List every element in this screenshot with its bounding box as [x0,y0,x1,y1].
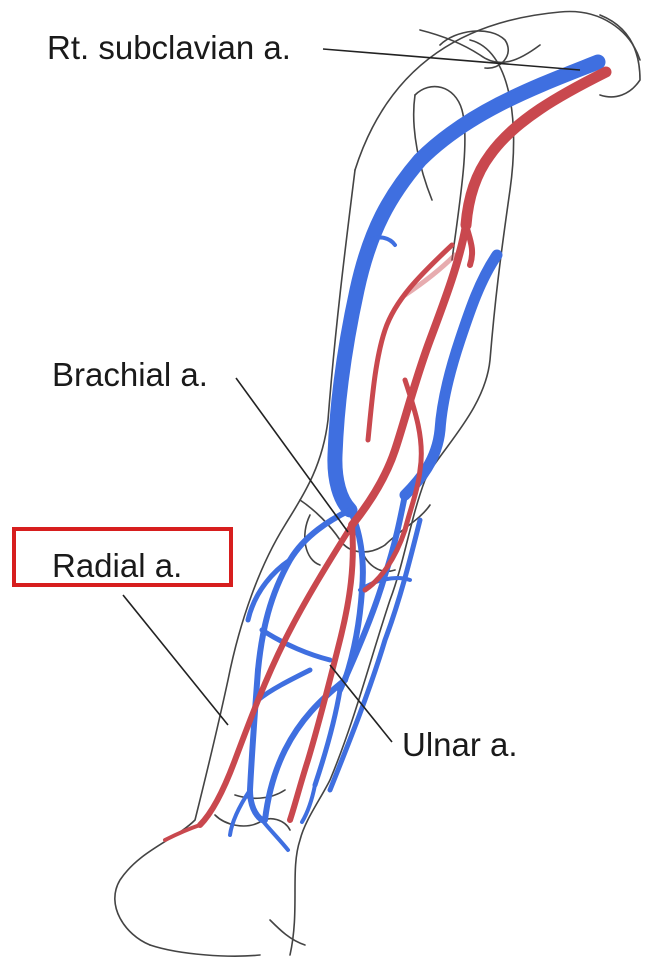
label-right-subclavian-artery: Rt. subclavian a. [47,31,291,64]
leader-lines [123,49,580,742]
leader-subclavian [323,49,580,70]
label-ulnar-artery: Ulnar a. [402,728,518,761]
label-brachial-artery: Brachial a. [52,358,208,391]
leader-radial [123,595,228,725]
label-radial-artery: Radial a. [52,549,182,582]
arteries [165,72,606,840]
main-vein [335,62,598,510]
